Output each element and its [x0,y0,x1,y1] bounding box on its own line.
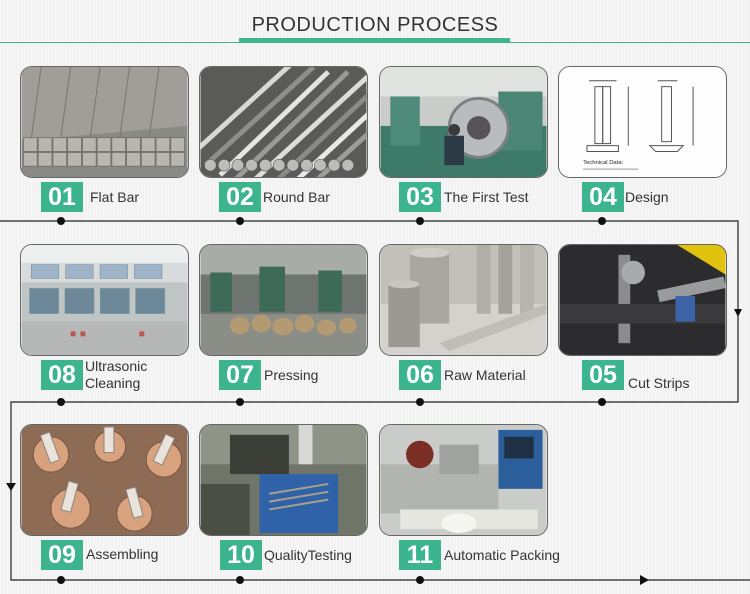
step-06-node [416,398,424,406]
step-05-image [558,244,727,356]
step-06-label: Raw Material [444,367,526,383]
title-underline [239,38,510,42]
step-05-label: Cut Strips [628,375,690,391]
step-02-label: Round Bar [263,189,330,205]
step-06-image [379,244,548,356]
step-01-number: 01 [41,182,83,212]
step-10-image [199,424,368,536]
step-09-image [20,424,189,536]
step-05-number: 05 [582,360,624,390]
step-10-node [236,576,244,584]
step-03-image [379,66,548,178]
step-08-image [20,244,189,356]
svg-text:Technical Data:: Technical Data: [583,160,624,166]
step-03-number: 03 [399,182,441,212]
step-09-number: 09 [41,540,83,570]
step-06-number: 06 [399,360,441,390]
step-05-node [598,398,606,406]
step-07-node [236,398,244,406]
step-04-number: 04 [582,182,624,212]
step-02-node [236,217,244,225]
step-08-number: 08 [41,360,83,390]
step-01-image [20,66,189,178]
step-10-number: 10 [220,540,262,570]
step-04-node [598,217,606,225]
step-08-node [57,398,65,406]
step-09-node [57,576,65,584]
flow-arrow-icon [640,575,649,585]
step-03-label: The First Test [444,189,529,205]
step-07-label: Pressing [264,367,319,383]
step-01-node [57,217,65,225]
step-02-number: 02 [219,182,261,212]
page-title: PRODUCTION PROCESS [251,14,499,36]
step-04-label: Design [625,189,669,205]
step-09-label: Assembling [86,546,159,562]
flow-arrow-icon [734,309,742,317]
step-11-image [379,424,548,536]
step-01-label: Flat Bar [90,189,140,205]
step-07-number: 07 [219,360,261,390]
header: PRODUCTION PROCESS [0,0,750,44]
step-02-image [199,66,368,178]
flow-arrow-icon [6,483,16,491]
header-divider [0,42,750,43]
step-11-label: Automatic Packing [444,547,560,563]
step-03-node [416,217,424,225]
step-11-node [416,576,424,584]
step-10-label: QualityTesting [264,547,352,563]
step-04-image: Technical Data: [558,66,727,178]
step-07-image [199,244,368,356]
step-08-label: Ultrasonic Cleaning [85,358,148,391]
step-11-number: 11 [399,540,441,570]
